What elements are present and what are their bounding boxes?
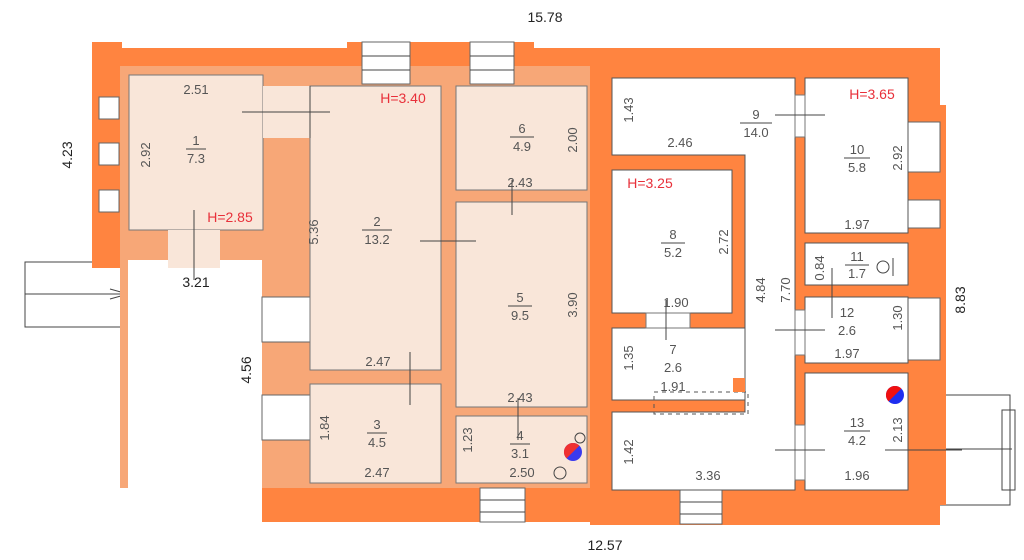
room-dim: 1.97	[834, 346, 859, 361]
room-number: 8	[669, 227, 676, 242]
dim-left: 4.23	[59, 141, 75, 168]
room-dim: 2.47	[365, 354, 390, 369]
porch-cutout	[128, 260, 262, 490]
room-5	[455, 201, 588, 408]
room-8	[611, 169, 733, 314]
toilet-icon	[553, 258, 894, 480]
room-9	[611, 77, 796, 491]
height-label: H=2.85	[207, 209, 253, 225]
dim-right: 8.83	[952, 286, 968, 313]
height-label: H=3.40	[380, 90, 426, 106]
room-dim: 1.30	[890, 305, 905, 330]
room-dim: 1.96	[844, 468, 869, 483]
room-number: 2	[373, 214, 380, 229]
room-dim: 2.43	[507, 390, 532, 405]
room-dim: 7.70	[778, 277, 793, 302]
room-7	[611, 327, 746, 401]
boiler-icon	[563, 385, 904, 461]
room-dim: 2.51	[183, 82, 208, 97]
room-dim: 1.43	[621, 97, 636, 122]
room-number: 13	[850, 415, 864, 430]
room-area: 4.2	[848, 433, 866, 448]
room-dim: 3.90	[565, 292, 580, 317]
dim-porch-width: 3.21	[182, 274, 209, 290]
room-dim: 1.84	[317, 415, 332, 440]
room-dim: 1.90	[663, 295, 688, 310]
room-dim: 1.91	[660, 379, 685, 394]
room-area: 4.5	[368, 435, 386, 450]
room-area: 4.9	[513, 139, 531, 154]
room-6	[455, 85, 588, 191]
room-dim: 2.46	[667, 135, 692, 150]
room-dim: 1.35	[621, 345, 636, 370]
room-dim: 4.84	[753, 277, 768, 302]
room-area: 5.8	[848, 160, 866, 175]
room-2	[309, 85, 442, 371]
windows	[98, 41, 941, 525]
dim-porch-depth: 4.56	[238, 356, 254, 383]
room-area: 3.1	[511, 446, 529, 461]
room-dim: 2.47	[364, 465, 389, 480]
room-area: 2.6	[664, 360, 682, 375]
room-dim: 2.13	[890, 417, 905, 442]
height-label: H=3.65	[849, 86, 895, 102]
room-dim: 0.84	[812, 255, 827, 280]
room-dim: 5.36	[306, 219, 321, 244]
room-number: 9	[752, 107, 759, 122]
room-11	[804, 242, 909, 286]
room-dim: 2.00	[565, 127, 580, 152]
room-dim: 2.50	[509, 465, 534, 480]
room-number: 11	[850, 249, 864, 264]
room-dim: 1.97	[844, 217, 869, 232]
room-dim: 3.36	[695, 468, 720, 483]
room-1	[128, 74, 264, 231]
room-dim: 2.92	[138, 142, 153, 167]
room-area: 9.5	[511, 308, 529, 323]
room-dim: 1.23	[460, 427, 475, 452]
dim-top: 15.78	[527, 9, 562, 25]
room-10	[804, 77, 909, 234]
door-markers	[193, 86, 962, 451]
room-dim: 2.43	[507, 175, 532, 190]
room-area: 14.0	[743, 125, 768, 140]
room-number: 12	[840, 305, 854, 320]
room-area: 13.2	[364, 232, 389, 247]
room-dim: 1.42	[621, 439, 636, 464]
room-number: 3	[373, 417, 380, 432]
room-number: 6	[518, 121, 525, 136]
room-area: 2.6	[838, 323, 856, 338]
dim-bottom: 12.57	[587, 537, 622, 553]
room-number: 10	[850, 142, 864, 157]
room-area: 1.7	[848, 266, 866, 281]
room-area: 7.3	[187, 151, 205, 166]
room-area: 5.2	[664, 245, 682, 260]
room-number: 7	[669, 342, 676, 357]
height-label: H=3.25	[627, 175, 673, 191]
room-number: 1	[192, 133, 199, 148]
room-number: 4	[516, 428, 523, 443]
room-number: 5	[516, 290, 523, 305]
room-dim: 2.72	[716, 229, 731, 254]
room-dim: 2.92	[890, 145, 905, 170]
